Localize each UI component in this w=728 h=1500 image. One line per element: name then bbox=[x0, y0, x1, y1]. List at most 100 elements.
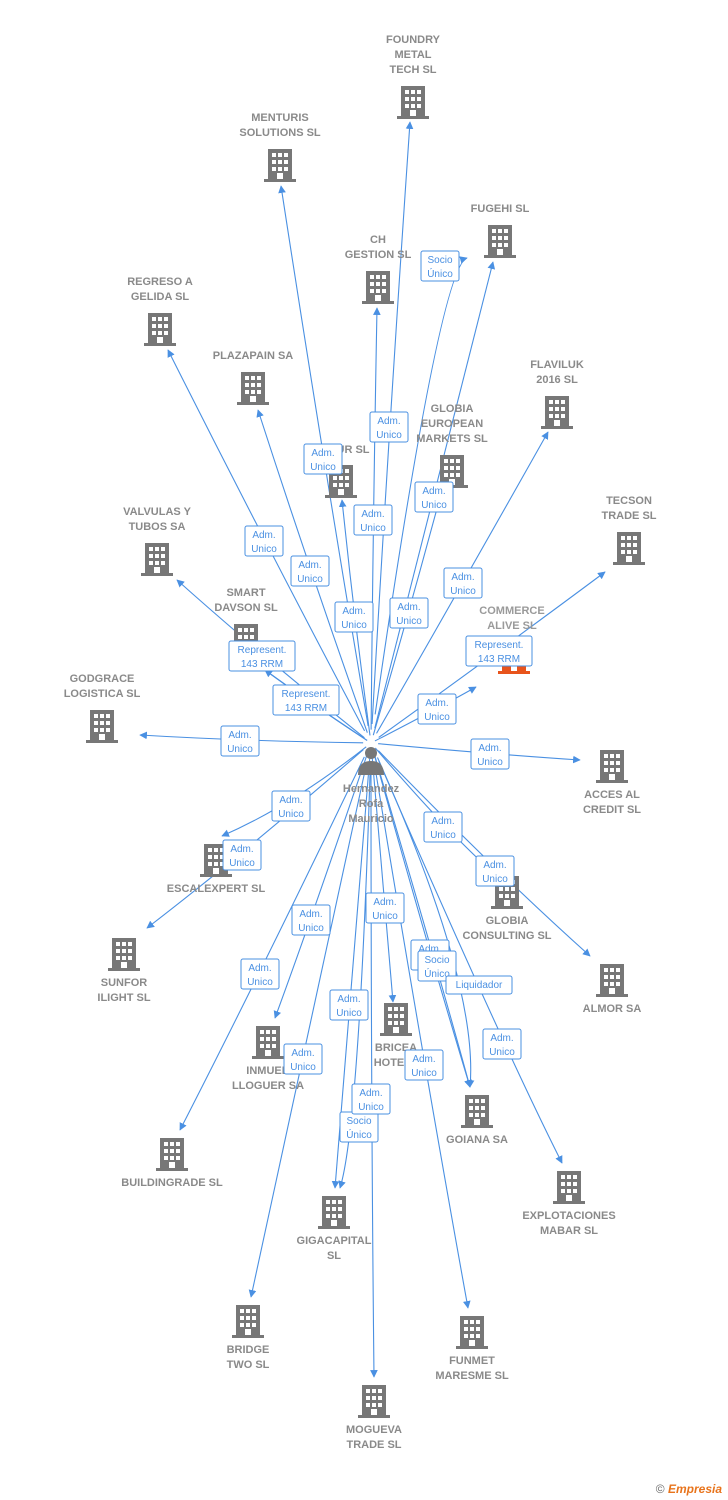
relation-label-text: Unico bbox=[424, 712, 450, 723]
relation-label-box bbox=[423, 811, 463, 843]
relation-label[interactable]: Adm.Unico bbox=[475, 855, 515, 887]
company-name-line: COMMERCE bbox=[479, 605, 544, 617]
relation-label[interactable]: Adm.Unico bbox=[369, 411, 409, 443]
relation-label[interactable]: Adm.Unico bbox=[240, 958, 280, 990]
relation-label[interactable]: Adm.Unico bbox=[334, 601, 374, 633]
relation-label[interactable]: Adm.Unico bbox=[423, 811, 463, 843]
company-name-line: BRIDGE bbox=[227, 1344, 270, 1356]
relation-label[interactable]: Adm.Unico bbox=[329, 989, 369, 1021]
building-icon bbox=[461, 1095, 493, 1128]
company-node-fugehi[interactable]: FUGEHI SL bbox=[471, 203, 530, 258]
relation-label[interactable]: Adm.Unico bbox=[353, 504, 393, 536]
relation-label[interactable]: Adm.Unico bbox=[271, 790, 311, 822]
company-name-line: MOGUEVA bbox=[346, 1424, 402, 1436]
relation-label[interactable]: Adm.Unico bbox=[290, 555, 330, 587]
relation-label[interactable]: Adm.Unico bbox=[351, 1083, 391, 1115]
relation-label[interactable]: Adm.Unico bbox=[482, 1028, 522, 1060]
building-icon bbox=[484, 225, 516, 258]
building-icon bbox=[264, 149, 296, 182]
relation-label-text: 143 RRM bbox=[285, 703, 327, 714]
company-name-line: GESTION SL bbox=[345, 249, 412, 261]
building-icon bbox=[237, 372, 269, 405]
relation-label-box bbox=[353, 504, 393, 536]
relation-label-box bbox=[290, 555, 330, 587]
company-name-line: ALMOR SA bbox=[583, 1003, 642, 1015]
company-node-buildingrade[interactable]: BUILDINGRADE SL bbox=[121, 1138, 223, 1189]
relation-label[interactable]: Adm.Unico bbox=[470, 738, 510, 770]
relation-label[interactable]: Adm.Unico bbox=[303, 443, 343, 475]
relation-label[interactable]: Adm.Unico bbox=[291, 904, 331, 936]
building-icon bbox=[252, 1026, 284, 1059]
company-name-line: GOIANA SA bbox=[446, 1134, 508, 1146]
edge-sunfor bbox=[146, 749, 364, 929]
company-node-ursl[interactable]: UR SL bbox=[325, 444, 370, 498]
building-icon bbox=[144, 313, 176, 346]
relation-label[interactable]: Liquidador bbox=[445, 975, 513, 995]
company-name-line: METAL bbox=[394, 49, 431, 61]
relation-label-text: Adm. bbox=[422, 486, 445, 497]
relation-label[interactable]: Represent.143 RRM bbox=[272, 684, 340, 716]
relation-label[interactable]: Adm.Unico bbox=[244, 525, 284, 557]
relation-label[interactable]: Adm.Unico bbox=[443, 567, 483, 599]
relation-label[interactable]: Represent.143 RRM bbox=[465, 635, 533, 667]
building-icon bbox=[596, 750, 628, 783]
company-node-almor[interactable]: ALMOR SA bbox=[583, 964, 642, 1015]
relation-label[interactable]: Adm.Unico bbox=[389, 597, 429, 629]
building-icon bbox=[380, 1003, 412, 1036]
company-node-plazapain[interactable]: PLAZAPAIN SA bbox=[213, 350, 294, 405]
company-node-goiana[interactable]: GOIANA SA bbox=[446, 1095, 508, 1146]
building-icon bbox=[141, 543, 173, 576]
relation-label-box bbox=[465, 635, 533, 667]
company-name-line: LLOGUER SA bbox=[232, 1080, 304, 1092]
brand-logo-text[interactable]: Empresia bbox=[667, 1482, 722, 1496]
relation-label[interactable]: Adm.Unico bbox=[220, 725, 260, 757]
company-name-line: MENTURIS bbox=[251, 112, 308, 124]
company-name-line: TRADE SL bbox=[347, 1439, 402, 1451]
relation-label[interactable]: Adm.Unico bbox=[365, 892, 405, 924]
relation-label-text: Socio bbox=[424, 955, 449, 966]
relation-label[interactable]: Represent.143 RRM bbox=[228, 640, 296, 672]
company-node-escalexpert[interactable]: ESCALEXPERT SL bbox=[167, 844, 266, 895]
relation-label-text: Adm. bbox=[228, 730, 251, 741]
relation-label-text: Único bbox=[346, 1128, 372, 1141]
relation-label[interactable]: Adm.Unico bbox=[417, 693, 457, 725]
company-name-line: GLOBIA bbox=[486, 915, 529, 927]
relation-label-box bbox=[291, 904, 331, 936]
edge-explotaciones bbox=[378, 760, 563, 1164]
relation-label[interactable]: Adm.Unico bbox=[283, 1043, 323, 1075]
relation-label[interactable]: Adm.Unico bbox=[414, 481, 454, 513]
relation-label-text: Adm. bbox=[377, 416, 400, 427]
relation-label[interactable]: Adm.Unico bbox=[222, 839, 262, 871]
relation-label-text: Unico bbox=[251, 544, 277, 555]
relation-label-text: Adm. bbox=[342, 606, 365, 617]
relation-label[interactable]: Adm.Unico bbox=[404, 1049, 444, 1081]
relation-label-box bbox=[443, 567, 483, 599]
company-node-mogueva[interactable]: MOGUEVA TRADE SL bbox=[346, 1385, 402, 1451]
relation-label-box bbox=[272, 684, 340, 716]
relation-label-text: Unico bbox=[482, 874, 508, 885]
